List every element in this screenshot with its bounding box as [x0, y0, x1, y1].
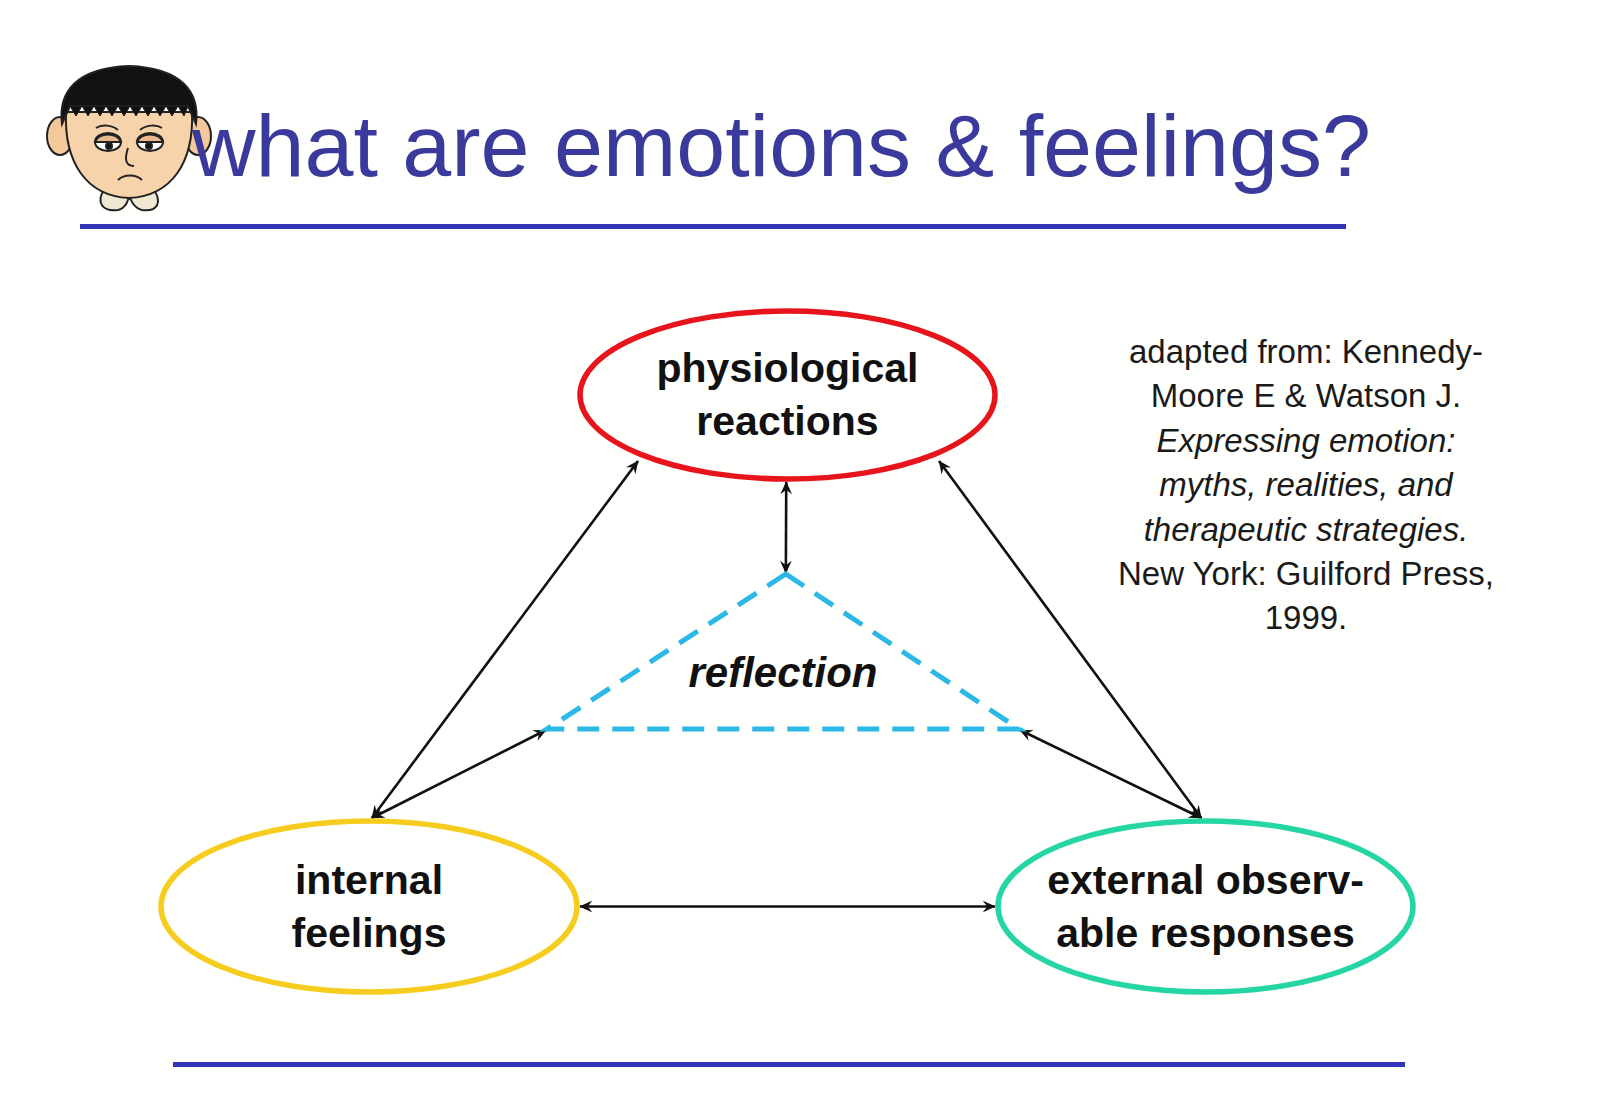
ellipse-outline	[998, 821, 1413, 992]
shape-outline	[577, 308, 998, 482]
feelings-ellipse: internal feelings	[158, 818, 580, 995]
node-label: internal feelings	[239, 854, 499, 960]
reflection-label: reflection	[546, 647, 1020, 699]
ellipse-outline	[161, 821, 577, 992]
connector-arrow	[372, 730, 546, 818]
citation-text: New York: Guilford Press, 1999.	[1116, 552, 1496, 641]
slide-title: what are emotions & feelings?	[192, 96, 1371, 196]
cartoon-face	[46, 62, 212, 214]
citation-text: adapted from: Kennedy- Moore E & Watson …	[1116, 330, 1496, 419]
shape-outline	[158, 818, 580, 995]
physiology-ellipse: physiological reactions	[577, 308, 998, 482]
connector-arrow	[372, 461, 638, 818]
bottom-rule	[173, 1062, 1405, 1067]
title-underline	[80, 224, 1346, 229]
node-label: physiological reactions	[623, 342, 953, 448]
ellipse-outline	[580, 311, 995, 479]
face-drawing	[47, 66, 211, 210]
citation-text: Expressing emotion: myths, realities, an…	[1116, 419, 1496, 552]
node-label: external observ- able responses	[1011, 854, 1401, 960]
node-text-holder: internal feelings	[158, 818, 580, 995]
connector-arrow	[1020, 730, 1201, 818]
reflection-triangle: reflection	[546, 573, 1020, 730]
connector-arrow	[785, 482, 788, 573]
citation-block: adapted from: Kennedy- Moore E & Watson …	[1116, 330, 1496, 641]
shape-outline	[995, 818, 1416, 995]
responses-ellipse: external observ- able responses	[995, 818, 1416, 995]
dashed-triangle	[547, 574, 1019, 729]
node-text-holder: external observ- able responses	[995, 818, 1416, 995]
connector-arrow	[580, 905, 995, 908]
node-text-holder: physiological reactions	[577, 308, 998, 482]
